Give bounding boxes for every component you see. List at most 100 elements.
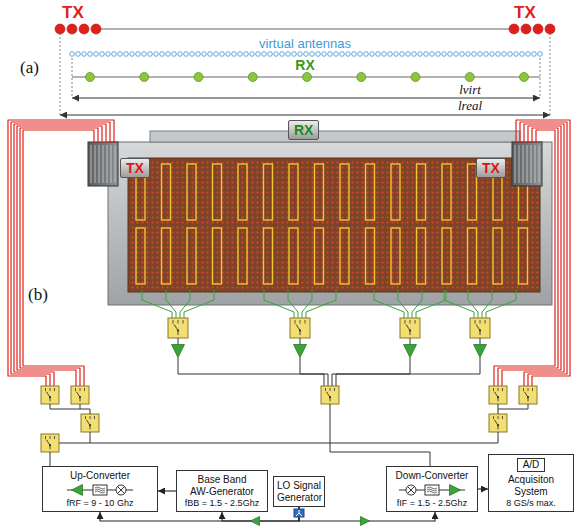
rx-element-outline	[136, 228, 145, 284]
tx-antenna-fin	[99, 145, 100, 183]
tx-antenna-dot	[545, 24, 555, 34]
virtual-antenna-dot	[88, 52, 93, 57]
amplifier-symbol	[450, 485, 461, 496]
rx-element-outline	[187, 228, 196, 284]
switch-pivot	[89, 424, 91, 426]
wire	[300, 338, 301, 345]
virtual-antenna-dot	[364, 52, 369, 57]
box-text: fBB = 1.5 - 2.5Ghz	[180, 498, 264, 509]
switch-contact	[84, 388, 85, 391]
rx-feed-line	[482, 290, 492, 318]
switch-body	[71, 386, 89, 404]
virtual-antenna-dot	[256, 52, 261, 57]
virtual-antenna-dot	[82, 52, 87, 57]
box-text: Up-Converter	[46, 470, 154, 482]
virtual-antenna-dot	[298, 52, 303, 57]
switch-contact	[502, 388, 503, 391]
tx-label: TX	[62, 3, 84, 22]
wire	[178, 358, 324, 387]
wire	[330, 404, 430, 466]
rx-element-outline	[238, 164, 247, 220]
rx-element-outline	[238, 228, 247, 284]
amplifier-symbol	[361, 517, 370, 526]
tx-antenna-fin	[535, 145, 536, 183]
amplifier-symbol	[404, 345, 417, 358]
amplifier-symbol	[72, 485, 83, 496]
rx-element-outline	[391, 164, 400, 220]
virtual-antenna-dot	[436, 52, 441, 57]
virtual-antenna-dot	[442, 52, 447, 57]
wire	[300, 358, 328, 387]
virtual-antenna-dot	[328, 52, 333, 57]
mixer-cross	[118, 487, 125, 494]
virtual-antenna-dot	[226, 52, 231, 57]
splitter-symbol	[294, 509, 304, 517]
virtual-antenna-dot	[160, 52, 165, 57]
rx-element-outline	[162, 228, 171, 284]
filter-symbol	[93, 485, 107, 495]
wire	[498, 404, 528, 409]
lo-generator-box: LO Signal Generator	[273, 476, 325, 507]
wire	[332, 358, 410, 387]
virtual-antenna-dot	[100, 52, 105, 57]
virtual-antenna-dot	[196, 52, 201, 57]
rx-feed-line	[444, 290, 474, 318]
switch-contact	[50, 388, 51, 391]
virtual-antenna-dot	[526, 52, 531, 57]
connector	[158, 490, 176, 491]
switch-contact	[54, 436, 55, 439]
amplifier-symbol	[172, 345, 185, 358]
switch-pivot	[497, 424, 499, 426]
tx-feed-line	[8, 120, 114, 386]
switch-body	[290, 318, 310, 338]
tx-antenna-fin	[95, 145, 96, 183]
switch-symbol	[519, 386, 537, 404]
box-text: 8 GS/s max.	[492, 498, 570, 509]
amplifier-symbol	[251, 517, 260, 526]
virtual-antenna-dot	[478, 52, 483, 57]
tx-antenna-block	[88, 142, 118, 186]
tx-feed-line	[23, 130, 94, 386]
filter-wave	[95, 487, 105, 489]
virtual-antenna-dot	[94, 52, 99, 57]
rx-antenna-dot	[86, 73, 95, 82]
rx-element-outline	[289, 228, 298, 284]
switch-contact	[415, 320, 416, 324]
switch-contact	[300, 320, 301, 324]
tx-antenna-fin	[91, 145, 92, 183]
switch-contact	[45, 388, 46, 391]
mixer-symbol	[406, 485, 416, 495]
tx-antenna-fin	[519, 145, 520, 183]
amplifier-symbol	[294, 345, 307, 358]
tx-label: TX	[514, 3, 536, 22]
tx-antenna-dot	[67, 24, 77, 34]
dimension-arrow	[60, 115, 550, 116]
rx-feed-line	[306, 290, 336, 318]
mixer-cross	[408, 487, 415, 494]
rx-element-outline	[264, 164, 273, 220]
rx-label-box: RX	[288, 120, 319, 140]
rx-antenna-dot	[194, 73, 203, 82]
virtual-antenna-dot	[424, 52, 429, 57]
virtual-antenna-dot	[358, 52, 363, 57]
box-text: Base Band AW-Generator	[188, 474, 256, 498]
rx-element-outline	[340, 228, 349, 284]
splitter-mark	[296, 510, 302, 516]
virtual-antenna-dot	[310, 52, 315, 57]
switch-symbol	[489, 414, 507, 432]
switch-contact	[532, 388, 533, 391]
switch-pivot	[409, 329, 411, 331]
filter-wave	[95, 491, 105, 493]
virtual-antenna-dot	[406, 52, 411, 57]
rx-element-outline	[289, 164, 298, 220]
rx-element-outline	[417, 164, 426, 220]
virtual-antenna-dot	[292, 52, 297, 57]
extent-line	[550, 29, 551, 115]
housing-lid	[150, 131, 520, 142]
virtual-antenna-dot	[142, 52, 147, 57]
switch-symbol	[489, 386, 507, 404]
virtual-antenna-dot	[538, 52, 543, 57]
rx-feed-line	[468, 290, 478, 318]
dimension-label: lreal	[456, 99, 484, 113]
